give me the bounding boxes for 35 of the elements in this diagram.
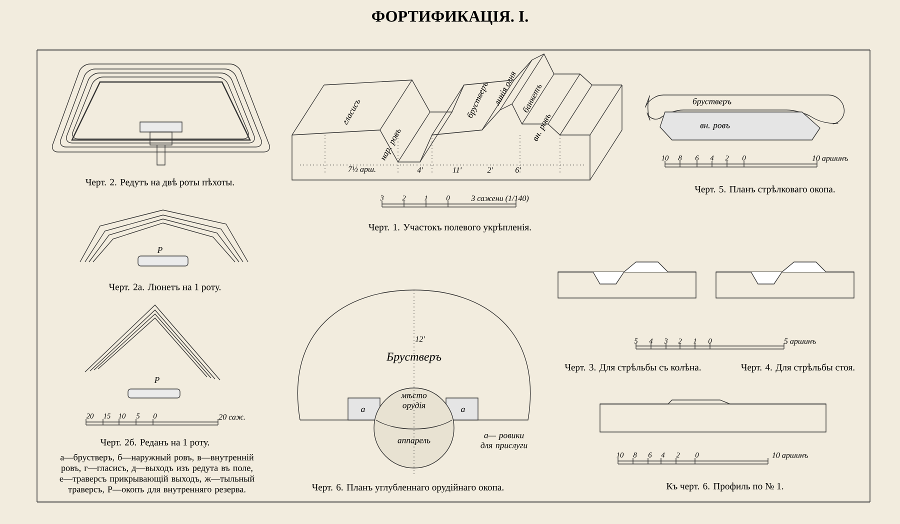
- figure-caption: Черт. 1. Участокъ полевого укрѣпленія.: [368, 224, 531, 232]
- scale-unit: 20 саж.: [218, 414, 245, 420]
- figure-caption: Черт. 5. Планъ стрѣлковаго окопа.: [694, 186, 835, 194]
- part-label: Брустверъ: [386, 352, 442, 364]
- dimension-label: 12': [415, 336, 425, 342]
- dimension-label: 6': [515, 167, 521, 173]
- figure-caption: Черт. 4. Для стрѣльбы стоя.: [741, 364, 854, 372]
- dimension-label: 11': [452, 167, 462, 173]
- part-label: вн. ровъ: [534, 114, 550, 142]
- dimension-label: 4': [417, 167, 423, 173]
- plate-title: ФОРТИФИКАЦІЯ. I.: [372, 10, 528, 25]
- figure-caption: Черт. 2. Редутъ на двѣ роты пѣхоты.: [86, 178, 234, 188]
- dimension-label: 2': [487, 167, 493, 173]
- part-label: а: [361, 408, 365, 412]
- figure-caption: Черт. 6. Планъ углубленнаго орудійнаго окопа.: [312, 484, 504, 492]
- part-label: Р: [157, 247, 162, 253]
- dimension-label: 7½ арш.: [348, 166, 376, 174]
- part-label: нар. ровъ: [382, 130, 401, 161]
- part-label: линія огня: [496, 71, 516, 106]
- figure-caption: Черт. 3. Для стрѣльбы съ колѣна.: [564, 364, 701, 372]
- key-text: а—брустверъ, б—наружный ровъ, в—внутренній ровъ, г—гласисъ, д—выходъ изъ редута въ поле, е—траверсъ прикрывающій выходъ, ж—тыльный траверсъ, Р—окопъ для внутренняго резерва.: [60, 454, 254, 494]
- part-label: а: [461, 408, 465, 412]
- part-label: мѣсто орудія: [400, 394, 427, 410]
- figure-caption: Черт. 2б. Реданъ на 1 роту.: [100, 438, 210, 448]
- scale-unit: 3 сажени (1/140): [471, 195, 529, 203]
- part-label: брустверъ: [692, 98, 732, 106]
- part-label: Р: [154, 377, 160, 383]
- part-label: а— ровики для прислуги: [480, 434, 528, 450]
- scale-unit: 10 аршинъ: [772, 452, 808, 460]
- part-label: аппарель: [398, 439, 430, 445]
- scale-unit: 10 аршинъ: [812, 155, 848, 163]
- scale-unit: 5 аршинъ: [784, 338, 816, 346]
- figure-caption: Къ черт. 6. Профиль по № 1.: [666, 482, 784, 492]
- figure-caption: Черт. 2а. Люнетъ на 1 роту.: [108, 284, 221, 292]
- part-label: вн. ровъ: [700, 124, 730, 130]
